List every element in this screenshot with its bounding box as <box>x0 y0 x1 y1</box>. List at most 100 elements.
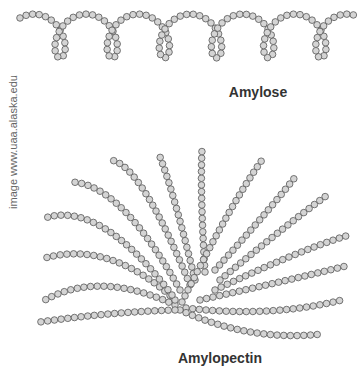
glucose-bead <box>52 41 59 48</box>
glucose-bead <box>296 305 303 312</box>
glucose-bead <box>176 256 183 263</box>
glucose-bead <box>242 273 249 280</box>
glucose-bead <box>308 271 315 278</box>
glucose-bead <box>118 310 125 317</box>
glucose-bead <box>280 332 287 339</box>
glucose-bead <box>74 285 81 292</box>
glucose-bead <box>275 279 282 286</box>
glucose-bead <box>53 34 60 41</box>
glucose-bead <box>166 179 173 186</box>
glucose-bead <box>157 51 164 58</box>
glucose-bead <box>271 45 278 52</box>
glucose-bead <box>249 13 256 20</box>
glucose-bead <box>256 308 263 315</box>
glucose-bead <box>330 299 337 306</box>
glucose-bead <box>199 222 206 229</box>
glucose-bead <box>203 250 210 257</box>
glucose-bead <box>277 307 284 314</box>
glucose-bead <box>157 38 164 45</box>
glucose-bead <box>71 213 78 220</box>
glucose-bead <box>167 269 174 276</box>
glucose-bead <box>121 285 128 292</box>
glucose-bead <box>336 235 343 242</box>
glucose-bead <box>165 36 172 43</box>
glucose-bead <box>300 332 307 339</box>
glucose-bead <box>42 296 49 303</box>
glucose-bead <box>198 182 205 189</box>
glucose-bead <box>84 251 91 258</box>
glucose-bead <box>165 232 172 239</box>
glucose-bead <box>243 11 250 18</box>
glucose-bead <box>230 308 237 315</box>
glucose-bead <box>106 33 113 40</box>
glucose-bead <box>260 42 267 49</box>
glucose-bead <box>188 280 195 287</box>
glucose-bead <box>203 295 210 302</box>
glucose-bead <box>292 251 299 258</box>
glucose-bead <box>72 179 79 186</box>
glucose-bead <box>55 291 62 298</box>
glucose-bead <box>165 307 172 314</box>
glucose-bead <box>44 254 51 261</box>
glucose-bead <box>274 332 281 339</box>
glucose-bead <box>136 11 143 18</box>
glucose-bead <box>183 11 190 18</box>
molecule-label: Amylose <box>229 84 287 100</box>
glucose-bead <box>260 331 267 338</box>
glucose-bead <box>209 37 216 44</box>
glucose-bead <box>159 220 166 227</box>
glucose-bead <box>172 307 179 314</box>
glucose-bead <box>261 36 268 43</box>
glucose-bead <box>310 303 317 310</box>
glucose-bead <box>236 288 243 295</box>
glucose-bead <box>322 39 329 46</box>
glucose-bead <box>262 282 269 289</box>
glucose-bead <box>190 11 197 18</box>
glucose-bead <box>236 11 243 18</box>
glucose-bead <box>104 46 111 53</box>
glucose-bead <box>71 314 78 321</box>
glucose-bead <box>189 264 196 271</box>
glucose-bead <box>44 318 51 325</box>
glucose-bead <box>164 173 171 180</box>
glucose-bead <box>104 39 111 46</box>
glucose-bead <box>173 281 180 288</box>
glucose-bead <box>288 276 295 283</box>
glucose-bead <box>183 309 190 316</box>
glucose-bead <box>208 319 215 326</box>
glucose-bead <box>116 260 123 267</box>
glucose-bead <box>236 308 243 315</box>
glucose-bead <box>114 47 121 54</box>
glucose-bead <box>191 274 198 281</box>
glucose-bead <box>194 268 201 275</box>
glucose-bead <box>290 11 297 18</box>
glucose-bead <box>107 283 114 290</box>
glucose-bead <box>182 293 189 300</box>
glucose-bead <box>297 11 304 18</box>
glucose-bead <box>116 160 123 167</box>
glucose-bead <box>249 285 256 292</box>
glucose-bead <box>263 308 270 315</box>
glucose-bead <box>323 239 330 246</box>
glucose-bead <box>342 233 349 240</box>
glucose-bead <box>203 307 210 314</box>
glucose-bead <box>302 273 309 280</box>
glucose-bead <box>243 308 250 315</box>
glucose-bead <box>94 283 101 290</box>
glucose-bead <box>295 274 302 281</box>
glucose-bead <box>173 205 180 212</box>
glucose-bead <box>277 15 284 22</box>
glucose-bead <box>314 331 321 338</box>
glucose-bead <box>230 12 237 19</box>
glucose-bead <box>202 317 209 324</box>
glucose-bead <box>96 222 103 229</box>
glucose-bead <box>87 283 94 290</box>
watermark: image www.uaa.alaska.edu <box>7 75 19 209</box>
molecule-label: Amylopectin <box>178 350 262 366</box>
glucose-bead <box>197 262 204 269</box>
glucose-bead <box>185 287 192 294</box>
glucose-bead <box>145 308 152 315</box>
glucose-bead <box>212 287 219 294</box>
glucose-bead <box>91 185 98 192</box>
